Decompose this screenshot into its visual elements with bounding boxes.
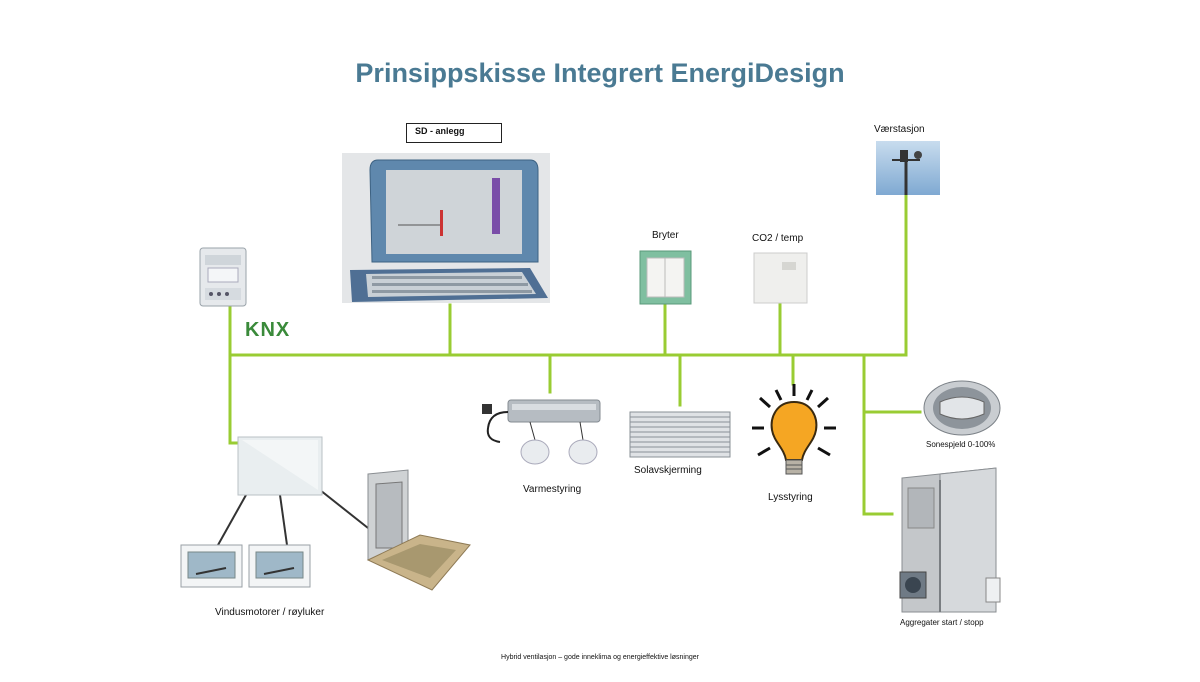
sd-anlegg-label: SD - anlegg bbox=[406, 123, 502, 143]
heating-label: Varmestyring bbox=[523, 484, 582, 495]
window-controller-icon bbox=[237, 436, 323, 496]
co2-sensor-icon bbox=[753, 252, 808, 304]
window-wires bbox=[217, 489, 369, 546]
light-bulb-icon bbox=[752, 384, 836, 475]
heating-controller-icon bbox=[482, 399, 601, 465]
lighting-label: Lysstyring bbox=[768, 492, 813, 503]
footer-caption: Hybrid ventilasjon – gode inneklima og e… bbox=[501, 654, 699, 661]
page-title: Prinsippskisse Integrert EnergiDesign bbox=[355, 58, 845, 88]
computer-icon bbox=[342, 153, 550, 303]
weather-station-label: Værstasjon bbox=[874, 124, 925, 135]
solar-shading-label: Solavskjerming bbox=[634, 465, 702, 476]
damper-label: Sonespjeld 0-100% bbox=[926, 440, 996, 449]
window-right-icon bbox=[248, 544, 311, 588]
aggregate-label: Aggregater start / stopp bbox=[900, 618, 984, 627]
damper-icon bbox=[923, 380, 1001, 436]
bus-lines bbox=[228, 188, 922, 516]
air-handling-unit-icon bbox=[899, 467, 1001, 613]
switch-label: Bryter bbox=[652, 230, 679, 241]
co2-label: CO2 / temp bbox=[752, 233, 804, 244]
knx-logo: KNX bbox=[245, 319, 291, 341]
louvre-icon bbox=[629, 411, 731, 458]
window-motors-label: Vindusmotorer / røyluker bbox=[215, 607, 325, 618]
weather-station-icon bbox=[876, 141, 940, 195]
smoke-hatch-icon bbox=[366, 469, 471, 591]
window-left-icon bbox=[180, 544, 243, 588]
knx-module-icon bbox=[199, 247, 247, 307]
switch-icon bbox=[639, 250, 692, 305]
